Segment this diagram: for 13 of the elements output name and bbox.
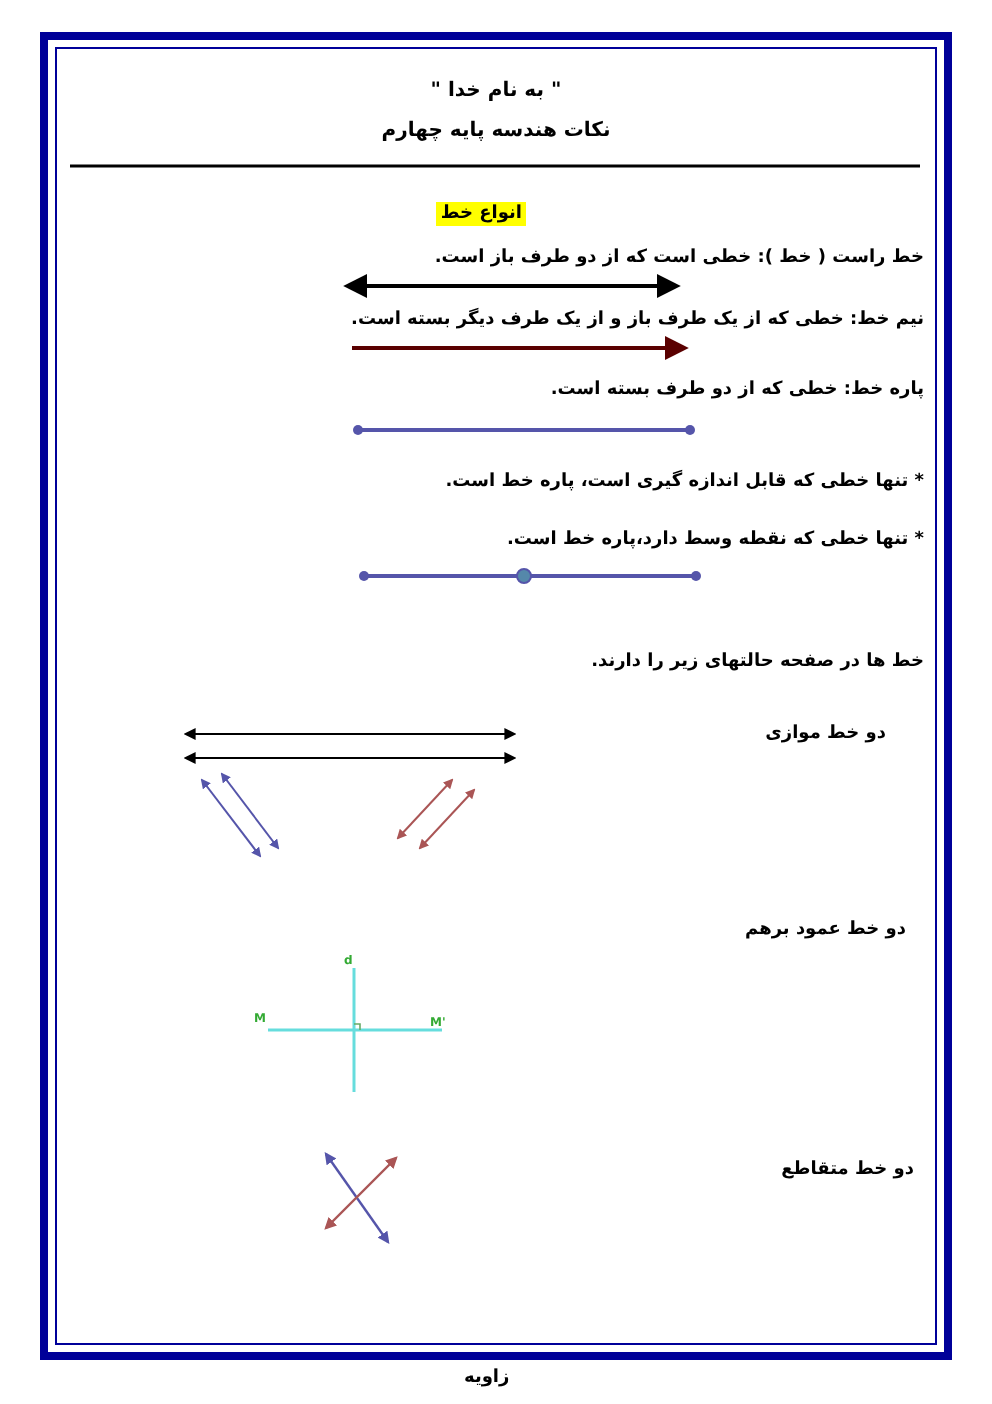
- page-title: " به نام خدا ": [428, 80, 564, 102]
- statement-text: خط ها در صفحه حالتهای زیر را دارند.: [591, 652, 924, 672]
- section-heading: انواع خط: [436, 202, 526, 226]
- definition-text: نیم خط: خطی که از یک طرف باز و از یک طرف دیگر بسته است.: [351, 310, 924, 330]
- note-text: * تنها خطی که نقطه وسط دارد،پاره خط است.: [506, 530, 924, 550]
- case-label: دو خط عمود برهم: [745, 920, 906, 940]
- note-text: * تنها خطی که قابل اندازه گیری است، پاره خط است.: [445, 472, 924, 492]
- case-label: دو خط متقاطع: [781, 1160, 914, 1180]
- subtitle: نکات هندسه پایه چهارم: [379, 120, 613, 142]
- case-label: دو خط موازی: [765, 724, 886, 744]
- footer-text: زاویه: [464, 1368, 510, 1388]
- definition-text: پاره خط: خطی که از دو طرف بسته است.: [550, 380, 924, 400]
- definition-text: خط راست ( خط ): خطی است که از دو طرف باز است.: [434, 248, 924, 268]
